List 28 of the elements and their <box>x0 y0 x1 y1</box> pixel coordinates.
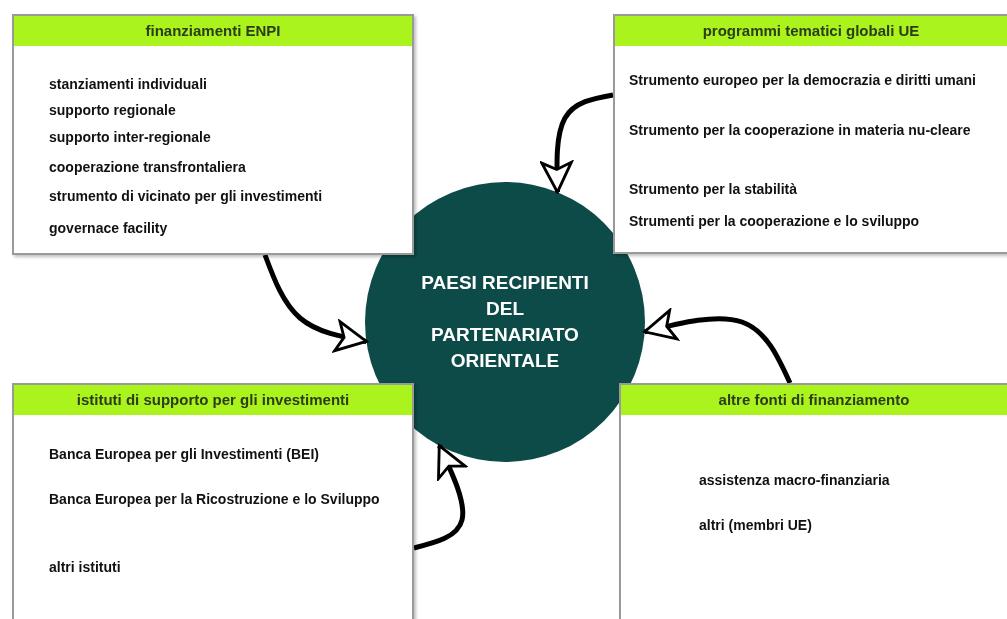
curved-arrow <box>643 308 793 385</box>
card-header: programmi tematici globali UE <box>615 16 1007 46</box>
list-card <box>12 14 414 255</box>
curved-arrow <box>413 444 467 551</box>
list-item: Strumenti per la cooperazione e lo sviluppo <box>629 212 921 231</box>
card-header: altre fonti di finanziamento <box>621 385 1007 415</box>
list-item: Strumento per la stabilità <box>629 180 799 199</box>
list-item: strumento di vicinato per gli investimenti <box>49 187 324 206</box>
list-item: stanziamenti individuali <box>49 75 208 94</box>
list-item: assistenza macro-finanziaria <box>699 471 891 490</box>
card-header: finanziamenti ENPI <box>14 16 412 46</box>
list-item: altri (membri UE) <box>699 516 813 535</box>
list-item: cooperazione transfrontaliera <box>49 158 247 177</box>
list-item: altri istituti <box>49 558 122 577</box>
list-card <box>619 383 1007 619</box>
list-item: governace facility <box>49 219 169 238</box>
list-card <box>613 14 1007 254</box>
list-item: Strumento europeo per la democrazia e diritti umani <box>629 71 977 90</box>
center-title: PAESI RECIPIENTI DEL PARTENARIATO ORIENTALE <box>420 271 590 373</box>
list-item: supporto regionale <box>49 101 177 120</box>
card-header: istituti di supporto per gli investimenti <box>14 385 412 415</box>
list-item: Banca Europea per gli Investimenti (BEI) <box>49 445 320 464</box>
list-item: supporto inter-regionale <box>49 128 212 147</box>
curved-arrow <box>540 92 614 194</box>
list-item: Banca Europea per la Ricostruzione e lo Sviluppo <box>49 490 381 509</box>
curved-arrow <box>262 254 368 353</box>
list-item: Strumento per la cooperazione in materia nu-cleare <box>629 121 972 140</box>
list-card <box>12 383 414 619</box>
